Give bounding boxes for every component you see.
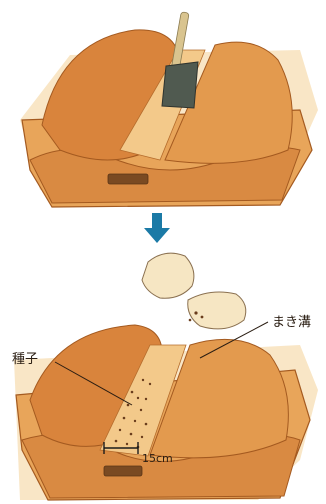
distance-label: 15cm: [142, 452, 173, 465]
bed-bottom: [14, 325, 318, 500]
furrow-label: まき溝: [272, 311, 311, 330]
arrow-down-icon: [144, 213, 170, 243]
bed-top: [20, 30, 318, 207]
sowing-hands-icon: [142, 253, 246, 329]
seed-label: 種子: [12, 348, 38, 367]
